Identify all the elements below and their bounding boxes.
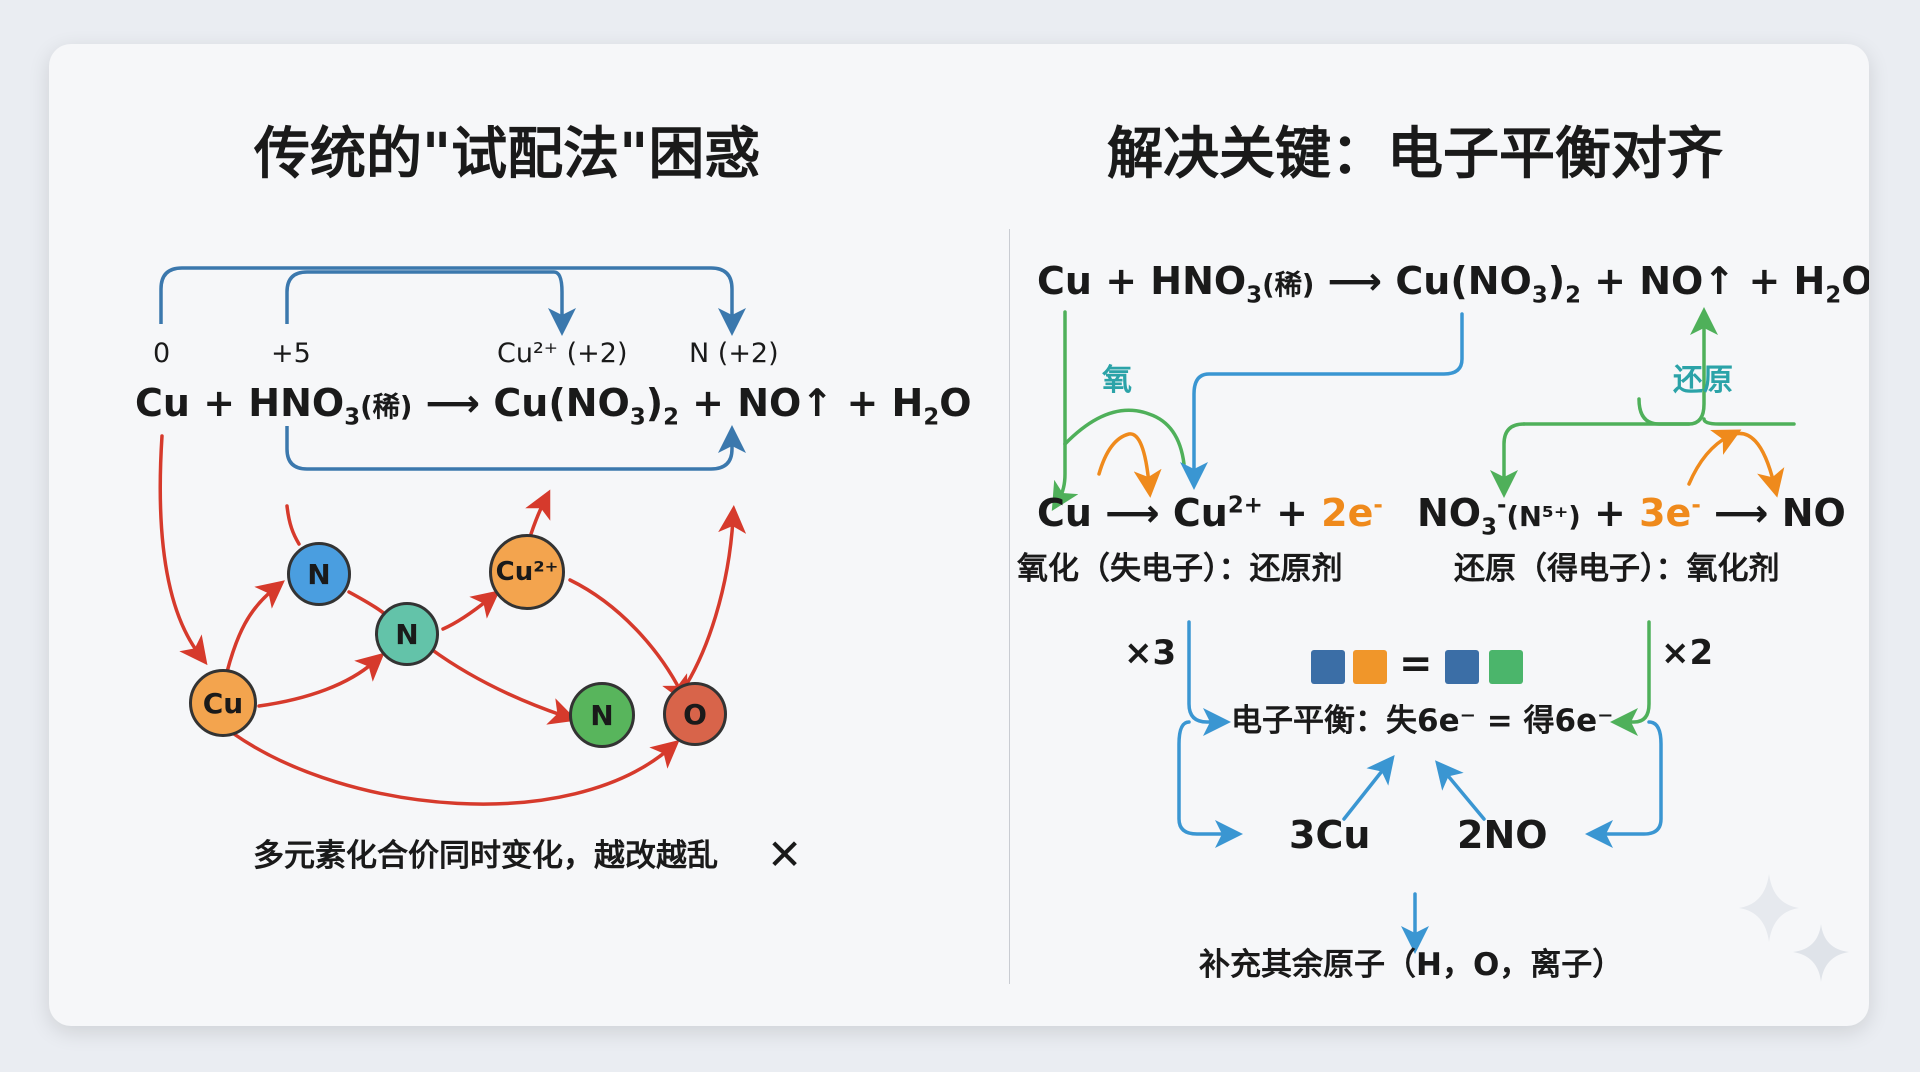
equals-sign: = bbox=[1399, 641, 1433, 687]
node-n-2: N bbox=[375, 602, 439, 666]
final-step: 补充其余原子（H，O，离子） bbox=[1199, 947, 1624, 983]
left-tangle-arrows bbox=[158, 434, 747, 806]
oxidation-half-reaction: Cu ⟶ Cu2+ + 2e- bbox=[1037, 491, 1383, 535]
node-cu2: Cu²⁺ bbox=[489, 534, 565, 610]
slide-card: 传统的"试配法"困惑 0 +5 Cu²⁺ (+2) N (+2) Cu + HN… bbox=[49, 44, 1869, 1026]
square-green bbox=[1489, 650, 1523, 684]
node-cu: Cu bbox=[189, 669, 257, 737]
left-bracket-bottom bbox=[285, 425, 746, 471]
connector-layer bbox=[158, 266, 1796, 954]
square-orange bbox=[1353, 650, 1387, 684]
left-equation: Cu + HNO3(稀) ⟶ Cu(NO3)2 + NO↑ + H2O bbox=[135, 381, 972, 431]
node-o: O bbox=[663, 682, 727, 746]
right-blue-arrows bbox=[1177, 312, 1663, 954]
right-equation: Cu + HNO3(稀) ⟶ Cu(NO3)2 + NO↑ + H2O bbox=[1037, 259, 1869, 309]
left-caption: 多元素化合价同时变化，越改越乱 bbox=[253, 838, 718, 874]
ox-state-n-no: N (+2) bbox=[689, 338, 779, 369]
left-bracket-top bbox=[159, 266, 746, 336]
right-orange-arrows bbox=[1097, 429, 1785, 498]
ox-state-cu: 0 bbox=[153, 338, 171, 369]
ox-state-n-hno3: +5 bbox=[271, 338, 311, 369]
node-n-1: N bbox=[287, 542, 351, 606]
reduction-half-reaction: NO3-(N⁵⁺) + 3e- ⟶ NO bbox=[1417, 491, 1846, 541]
multiplier-right: ×2 bbox=[1661, 633, 1714, 673]
electron-balance: 电子平衡：失6e⁻ = 得6e⁻ bbox=[1231, 703, 1614, 739]
oxidation-label: 氧化（失电子）：还原剂 bbox=[1017, 551, 1343, 587]
node-n-3: N bbox=[569, 682, 635, 748]
multiplier-left: ×3 bbox=[1124, 633, 1177, 673]
center-divider bbox=[1009, 229, 1010, 984]
ox-state-cu2: Cu²⁺ (+2) bbox=[497, 338, 628, 369]
sparkle-icon bbox=[1739, 874, 1849, 982]
coefficient-cu: 3Cu bbox=[1289, 813, 1371, 857]
square-blue-1 bbox=[1311, 650, 1345, 684]
oxidation-tag: 氧 bbox=[1102, 363, 1132, 398]
square-blue-2 bbox=[1445, 650, 1479, 684]
right-green-arrows bbox=[1051, 307, 1796, 736]
cross-icon: ✕ bbox=[767, 830, 803, 879]
reduction-tag: 还原 bbox=[1673, 363, 1733, 398]
coefficient-no: 2NO bbox=[1457, 813, 1548, 857]
right-title: 解决关键：电子平衡对齐 bbox=[1107, 122, 1723, 187]
left-title: 传统的"试配法"困惑 bbox=[254, 122, 761, 187]
reduction-label: 还原（得电子）：氧化剂 bbox=[1454, 551, 1780, 587]
